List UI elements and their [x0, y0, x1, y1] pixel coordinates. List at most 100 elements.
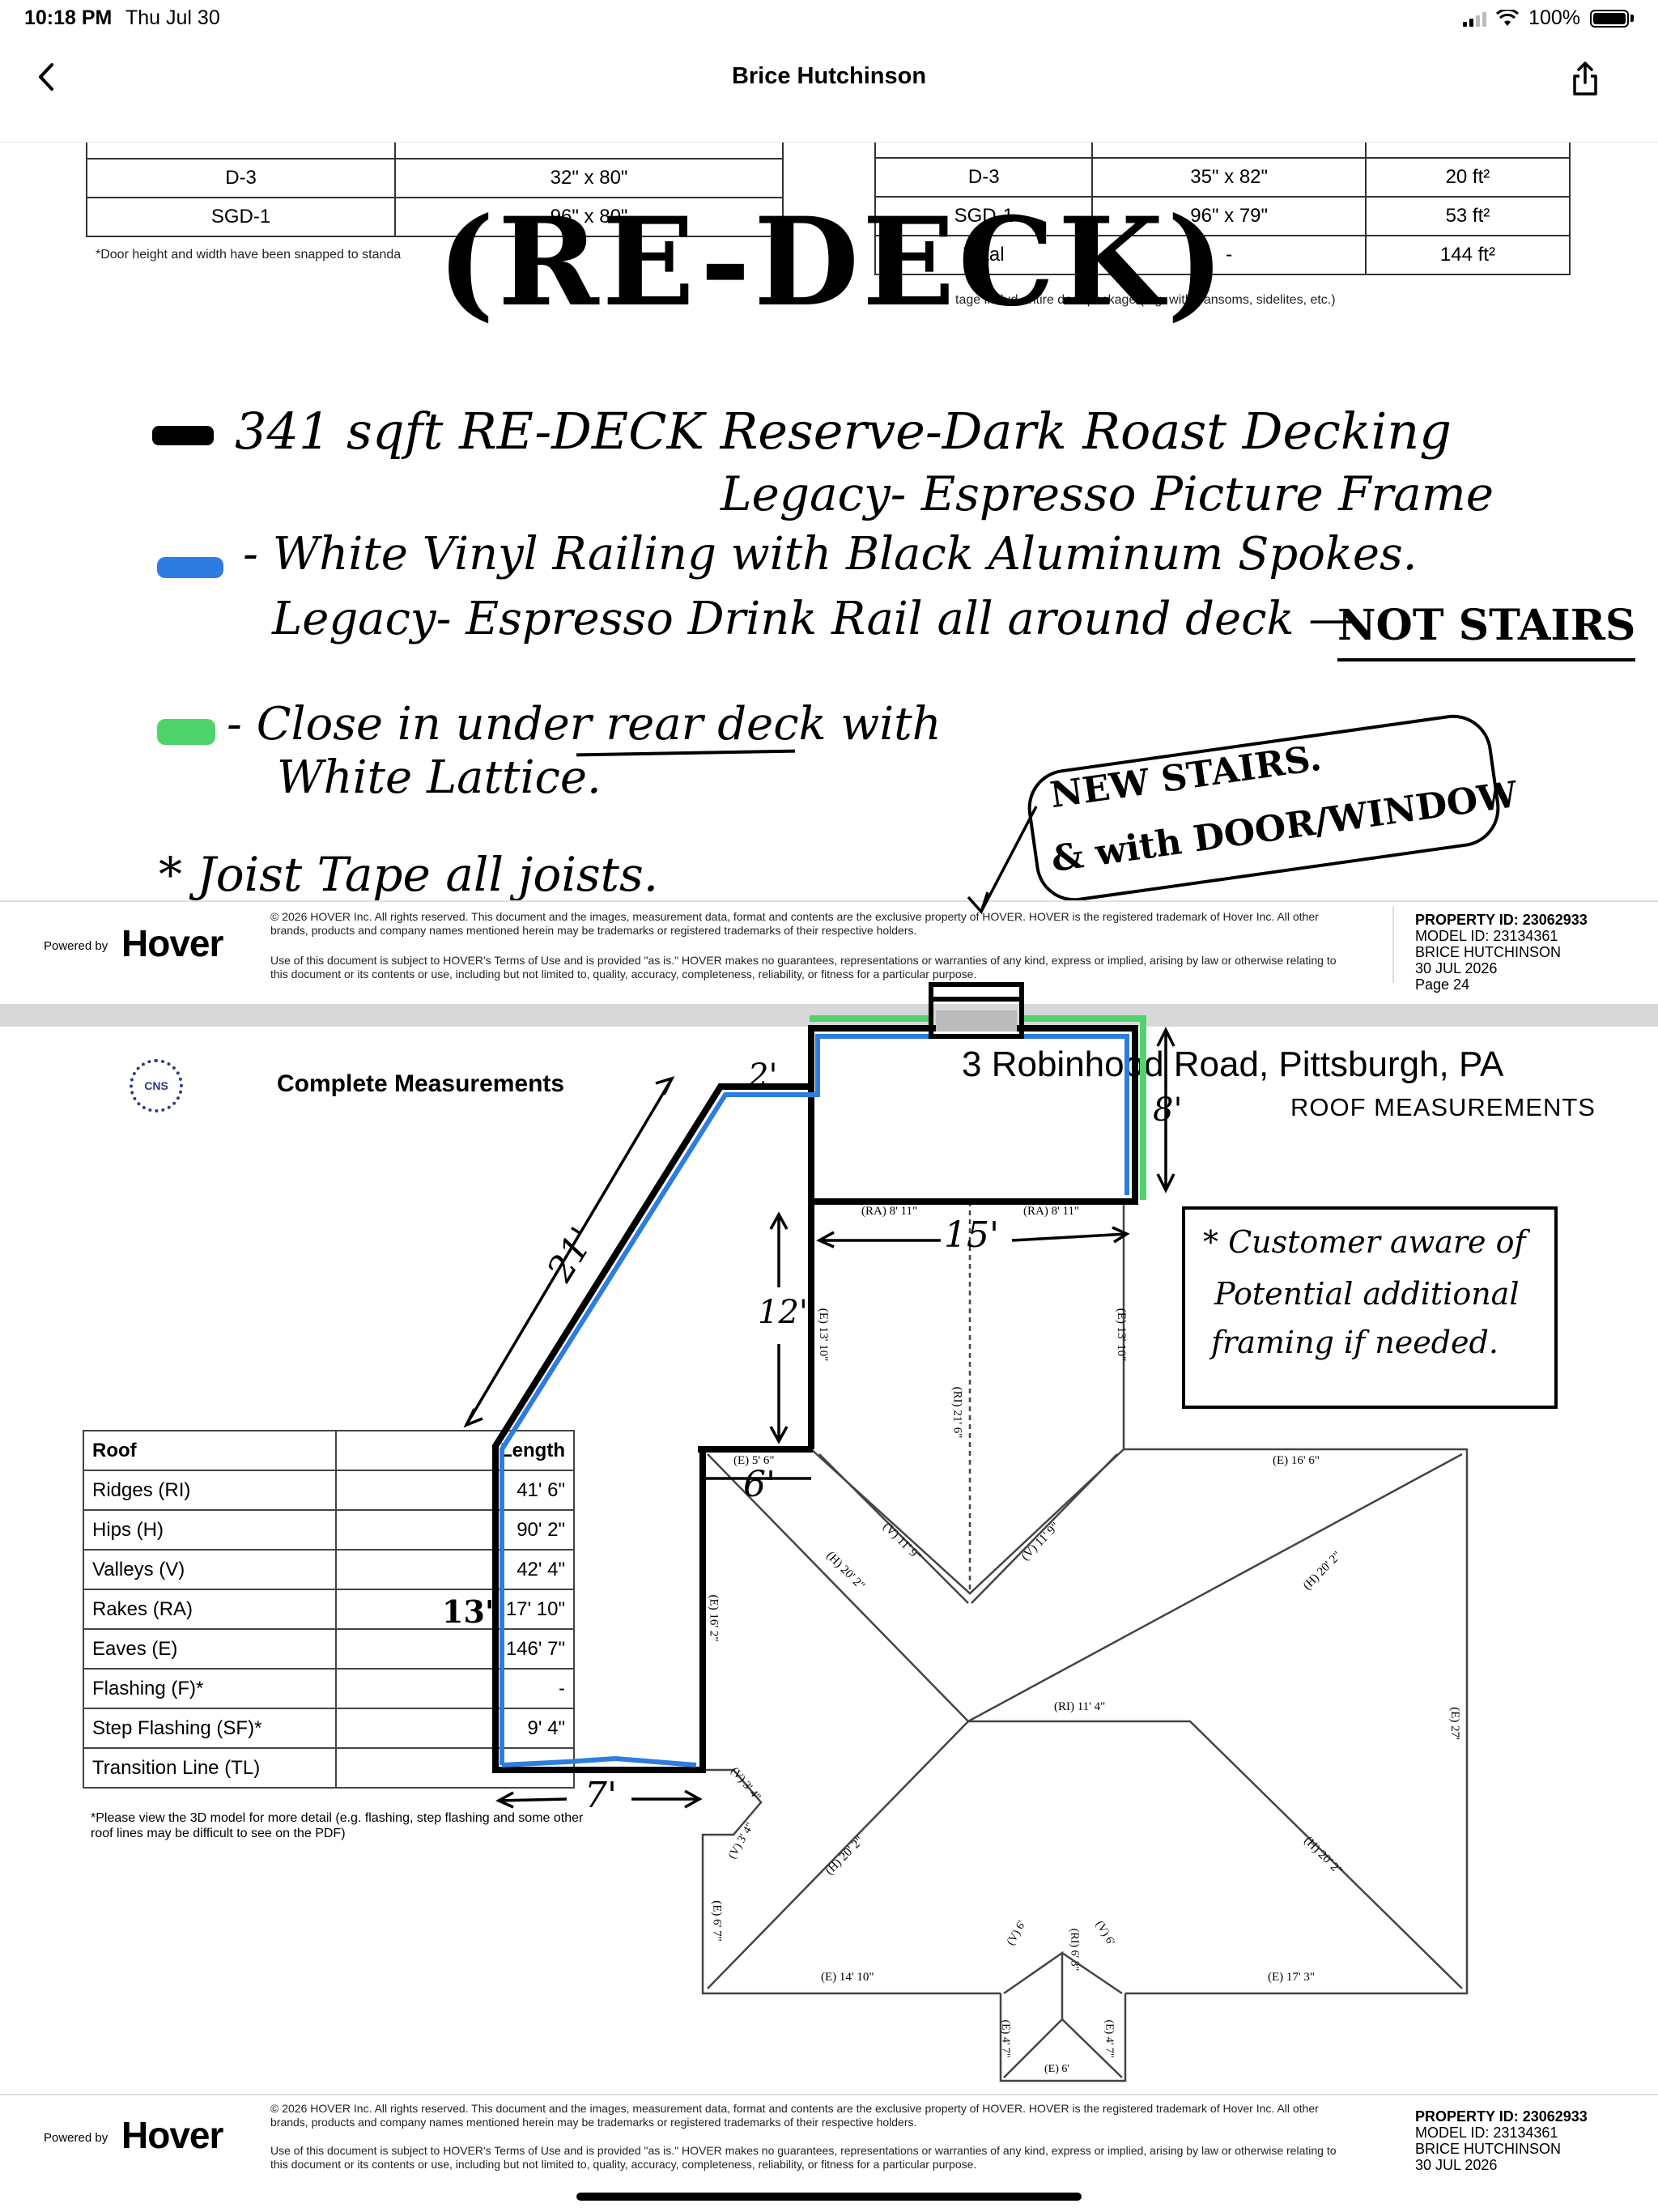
dim-15: 15': [944, 1214, 1000, 1256]
roof-hip: [707, 1453, 1463, 1723]
lattice-line: [1022, 1015, 1146, 1200]
share-button[interactable]: [1569, 58, 1601, 99]
redeck-heading: (RE-DECK): [437, 191, 1228, 334]
report-subtitle: ROOF MEASUREMENTS: [1290, 1093, 1596, 1121]
company-seal-logo: CNS: [130, 1059, 183, 1112]
report-date: 30 JUL 2026: [1415, 2157, 1498, 2173]
table-row: Hips (H)90' 2": [83, 1509, 575, 1551]
model-id: MODEL ID: 23134361: [1415, 2125, 1558, 2141]
annotation-lattice: - Close in under rear deck with: [227, 698, 942, 751]
label-e47-a: (E) 4' 7": [999, 2019, 1012, 2058]
hover-logo-2: Hover: [121, 2114, 223, 2156]
hover-logo: Hover: [121, 922, 223, 964]
annotation-railing: - White Vinyl Railing with Black Aluminu…: [243, 528, 1418, 581]
stair-box: [929, 982, 1024, 1039]
table-row: Rakes (RA)17' 10": [83, 1589, 575, 1630]
wifi-icon: [1496, 9, 1520, 26]
footer-terms: Use of this document is subject to HOVER…: [270, 954, 1337, 981]
deck-edge: [808, 1025, 1138, 1205]
cellular-signal-icon: [1463, 11, 1487, 27]
label-ra-left: (RA) 8' 11": [861, 1205, 918, 1218]
label-ri216: (RI) 21' 6": [950, 1386, 964, 1439]
annotation-joist-tape: * Joist Tape all joists.: [159, 847, 659, 902]
table-cell: 96" x 80": [394, 197, 784, 237]
table-row: Flashing (F)*-: [83, 1668, 575, 1709]
table-cell: D-3: [874, 157, 1094, 198]
new-stairs-drawing: [929, 982, 1024, 1039]
status-date: Thu Jul 30: [125, 6, 220, 29]
railing-line: [1022, 1034, 1129, 1195]
footer-terms-2: Use of this document is subject to HOVER…: [270, 2144, 1337, 2171]
roof-edge: [810, 1202, 1125, 1595]
green-marker-swatch: [157, 719, 215, 745]
owner-name: BRICE HUTCHINSON: [1415, 944, 1562, 960]
owner-name: BRICE HUTCHINSON: [1415, 2141, 1562, 2157]
deck-edge: [492, 1083, 811, 1773]
home-indicator[interactable]: [576, 2193, 1082, 2201]
property-id: PROPERTY ID: 23062933: [1415, 2108, 1588, 2125]
dim-12: 12': [758, 1294, 808, 1331]
footer-copyright: © 2026 HOVER Inc. All rights reserved. T…: [270, 910, 1319, 937]
arrow-8: [1156, 1027, 1175, 1193]
share-icon: [1573, 62, 1597, 96]
black-marker-swatch: [152, 426, 214, 445]
roof-ridge: [818, 1453, 1118, 1604]
dim-7: 7': [585, 1775, 618, 1816]
footer-divider: [0, 900, 1658, 902]
roof-edge: [1124, 1448, 1469, 1995]
header-length: Length: [335, 1430, 575, 1471]
dim-13: 13': [442, 1593, 495, 1630]
table-row: Total-144 ft²: [874, 235, 1571, 275]
customer-note-1: * Customer aware of: [1203, 1224, 1526, 1260]
property-info: PROPERTY ID: 23062933 MODEL ID: 23134361…: [1415, 912, 1588, 993]
annotation-lattice-2: White Lattice.: [277, 751, 602, 804]
customer-note-2: Potential additional: [1214, 1276, 1520, 1312]
table-cell: SGD-1: [85, 197, 397, 237]
section-title: Complete Measurements: [277, 1070, 565, 1097]
arrow-15: [816, 1226, 1130, 1249]
label-e162: (E) 16' 2": [707, 1594, 721, 1642]
table-cell: D-3: [85, 158, 397, 198]
table-cell: -: [1091, 235, 1367, 275]
arrow-7: [495, 1789, 703, 1809]
annotation-drink-rail: Legacy- Espresso Drink Rail all around d…: [272, 593, 1354, 645]
label-e173: (E) 17' 3": [1268, 1971, 1315, 1984]
status-time: 10:18 PM: [24, 6, 113, 29]
roof-hip: [707, 1721, 969, 1989]
seal-text: CNS: [144, 1079, 168, 1092]
status-bar: 10:18 PM Thu Jul 30 100%: [0, 0, 1658, 40]
table-row: [85, 143, 784, 160]
battery-icon: [1590, 9, 1629, 28]
table-cell: 144 ft²: [1364, 235, 1571, 275]
dimension-arrows: [463, 806, 1175, 1809]
roof-table-note: *Please view the 3D model for more detai…: [91, 1811, 584, 1840]
table-row: Valleys (V)42' 4": [83, 1549, 575, 1590]
battery-percent: 100%: [1528, 6, 1580, 29]
label-e6: (E) 6': [1044, 2063, 1069, 2075]
powered-by-label: Powered by: [44, 939, 108, 953]
arrow-bubble-pointer: [967, 806, 1038, 915]
table-cell: 32" x 80": [394, 158, 784, 198]
table-row: Eaves (E)146' 7": [83, 1628, 575, 1670]
footer-copyright-2: © 2026 HOVER Inc. All rights reserved. T…: [270, 2102, 1319, 2129]
roof-edge: [999, 1993, 1127, 2082]
table-header-row: Roof Length: [83, 1430, 575, 1471]
label-ri114: (RI) 11' 4": [1054, 1700, 1106, 1713]
dim-8: 8': [1153, 1091, 1183, 1129]
back-button[interactable]: [31, 57, 63, 97]
table-cell: 20 ft²: [1364, 157, 1571, 198]
roof-edge: [701, 1449, 1001, 1995]
label-e47-b: (E) 4' 7": [1103, 2019, 1116, 2058]
table-row: Step Flashing (SF)*9' 4": [83, 1708, 575, 1749]
dim-6: 6': [743, 1464, 776, 1505]
page-number: Page 24: [1415, 976, 1470, 993]
roof-outline: [701, 1202, 1469, 2082]
property-id: PROPERTY ID: 23062933: [1415, 912, 1588, 928]
label-e166: (E) 16' 6": [1273, 1454, 1320, 1467]
arrow-21: [463, 1076, 675, 1428]
